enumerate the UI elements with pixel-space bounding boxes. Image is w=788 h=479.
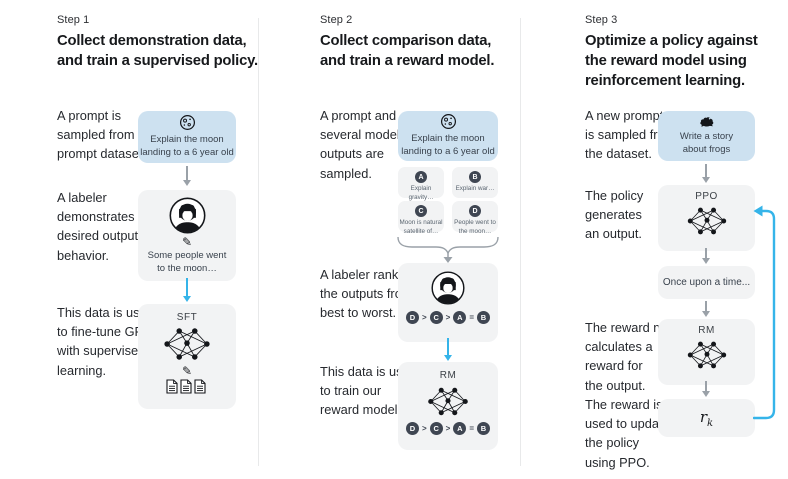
step1-labeler-output-text: Some people went to the moon…	[147, 250, 227, 274]
feedback-loop-arrow-icon	[753, 205, 776, 420]
arrow-down-icon	[182, 166, 192, 186]
arrow-down-blue-icon	[182, 278, 192, 302]
option-text: Moon is natural satellite of…	[399, 219, 443, 235]
step3-prompt-text: Write a story about frogs	[679, 131, 734, 155]
rank-separator: >	[445, 313, 451, 322]
step3-caption-update: The reward is used to update the policy …	[585, 397, 670, 470]
ranking-row: D > C > A = B	[405, 422, 490, 435]
labeler-avatar-icon	[431, 271, 465, 305]
step1-prompt-text: Explain the moon landing to a 6 year old	[140, 134, 234, 158]
sft-label: SFT	[176, 312, 198, 323]
option-text: Explain gravity…	[408, 185, 434, 201]
neural-network-icon	[428, 387, 468, 416]
rank-chip: B	[477, 422, 490, 435]
step3-output-box: Once upon a time...	[658, 266, 755, 299]
step1-sft-model-box: SFT ✎	[138, 304, 236, 409]
arrow-down-icon	[701, 248, 711, 264]
rank-chip: B	[477, 311, 490, 324]
labeler-avatar-icon	[169, 197, 205, 234]
rank-chip: A	[453, 422, 467, 435]
output-option-c: C Moon is natural satellite of…	[398, 201, 444, 235]
neural-network-icon	[164, 328, 210, 360]
step3-prompt-box: Write a story about frogs	[658, 111, 755, 161]
brace-merge-arrow-icon	[397, 236, 499, 263]
step2-prompt-box: Explain the moon landing to a 6 year old	[398, 111, 498, 161]
arrow-down-icon	[701, 381, 711, 397]
arrow-down-icon	[701, 164, 711, 183]
step1-caption-labeler: A labeler demonstrates the desired outpu…	[57, 190, 156, 263]
rank-separator: =	[469, 424, 474, 433]
step1-label: Step 1	[57, 14, 90, 26]
ranking-row: D > C > A = B	[405, 311, 490, 324]
pencil-icon: ✎	[181, 235, 193, 249]
step1-caption-prompt: A prompt is sampled from our prompt data…	[57, 108, 157, 162]
option-letter-badge: B	[469, 171, 481, 183]
moon-icon	[179, 115, 195, 131]
step2-rm-model-box: RM D > C > A = B	[398, 362, 498, 450]
output-option-d: D People went to the moon…	[452, 201, 498, 235]
moon-icon	[440, 114, 456, 130]
step1-title: Collect demonstration data, and train a …	[57, 33, 258, 70]
step2-label: Step 2	[320, 14, 353, 26]
frog-icon	[699, 117, 713, 127]
step2-caption-prompt: A prompt and several model outputs are s…	[320, 108, 400, 181]
column-divider	[520, 18, 521, 466]
reward-value: rk	[699, 407, 714, 429]
option-text: Explain war…	[455, 185, 495, 192]
step1-labeler-box: ✎ Some people went to the moon…	[138, 190, 236, 281]
arrow-down-blue-icon	[443, 338, 453, 361]
step3-ppo-policy-box: PPO	[658, 185, 755, 251]
rank-chip: D	[405, 311, 419, 324]
step3-caption-prompt: A new prompt is sampled from the dataset…	[585, 108, 675, 162]
option-letter-badge: A	[415, 171, 427, 183]
rank-chip: C	[429, 422, 443, 435]
option-letter-badge: D	[469, 205, 481, 217]
step3-caption-policy: The policy generates an output.	[585, 188, 644, 242]
option-letter-badge: C	[415, 205, 427, 217]
rank-separator: >	[445, 424, 451, 433]
rank-chip: C	[429, 311, 443, 324]
output-option-a: A Explain gravity…	[398, 167, 444, 201]
rank-separator: >	[421, 313, 427, 322]
option-text: People went to the moon…	[454, 219, 496, 235]
step3-label: Step 3	[585, 14, 618, 26]
step3-reward-value-box: rk	[658, 399, 755, 437]
step3-title: Optimize a policy against the reward mod…	[585, 33, 758, 90]
rank-chip: A	[453, 311, 467, 324]
documents-icon	[166, 379, 206, 394]
neural-network-icon	[687, 341, 726, 369]
pencil-icon: ✎	[181, 364, 193, 378]
rank-chip: D	[405, 422, 419, 435]
rm-label: RM	[698, 325, 715, 336]
neural-network-icon	[687, 207, 726, 235]
rank-separator: >	[421, 424, 427, 433]
column-divider	[258, 18, 259, 466]
rank-separator: =	[469, 313, 474, 322]
arrow-down-icon	[701, 301, 711, 317]
step3-rm-box: RM	[658, 319, 755, 385]
policy-output-text: Once upon a time...	[662, 276, 751, 288]
step2-prompt-text: Explain the moon landing to a 6 year old	[401, 133, 495, 157]
step2-title: Collect comparison data, and train a rew…	[320, 33, 495, 70]
ppo-label: PPO	[695, 191, 718, 202]
output-option-b: B Explain war…	[452, 167, 498, 198]
rm-label: RM	[439, 370, 457, 381]
step1-prompt-box: Explain the moon landing to a 6 year old	[138, 111, 236, 163]
step2-labeler-box: D > C > A = B	[398, 263, 498, 342]
